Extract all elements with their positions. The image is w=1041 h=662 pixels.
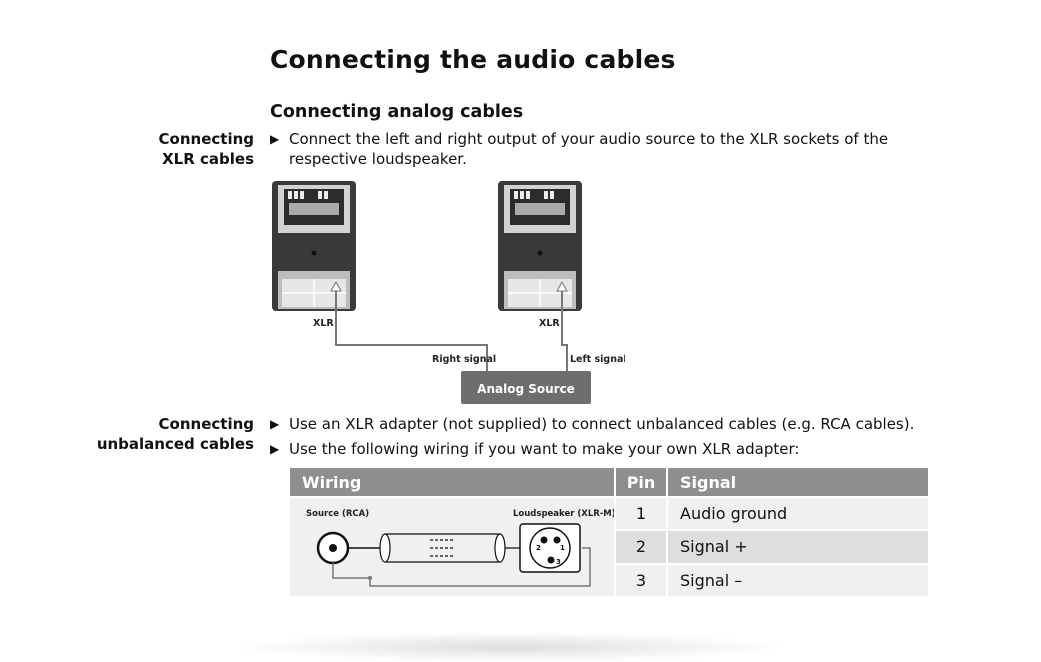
bullet-arrow-icon: ▶	[270, 417, 280, 431]
speaker-left	[272, 181, 356, 311]
section-subtitle: Connecting analog cables	[270, 102, 524, 122]
side-heading-unbalanced-line2: unbalanced cables	[96, 435, 254, 453]
side-heading-unbalanced: Connecting unbalanced cables	[97, 414, 254, 454]
wiring-table: Wiring Pin Signal Source (RCA) Loudspeak…	[288, 468, 930, 598]
bullet-unbalanced-2-text: Use the following wiring if you want to …	[289, 440, 800, 458]
signal-cell: Audio ground	[668, 498, 928, 532]
xlr-label-right: XLR	[539, 318, 560, 329]
bullet-unbalanced-1: ▶ Use an XLR adapter (not supplied) to co…	[270, 414, 939, 434]
table-row: 2 Signal +	[290, 531, 928, 565]
side-heading-xlr-line1: Connecting	[158, 130, 254, 148]
loudspeaker-xlr-label: Loudspeaker (XLR-M)	[513, 509, 614, 519]
speaker-right	[498, 181, 582, 311]
xlr-pin-label-2: 2	[536, 544, 541, 552]
side-heading-unbalanced-line1: Connecting	[158, 415, 254, 433]
bullet-arrow-icon: ▶	[270, 132, 280, 146]
pin-cell: 2	[616, 531, 666, 565]
bullet-arrow-icon: ▶	[270, 442, 280, 456]
side-heading-xlr: Connecting XLR cables	[159, 129, 254, 169]
table-row: Source (RCA) Loudspeaker (XLR-M)	[290, 498, 928, 598]
bullet-unbalanced-1-text: Use an XLR adapter (not supplied) to con…	[289, 415, 915, 433]
signal-cell: Signal +	[668, 531, 928, 565]
right-signal-label: Right signal	[432, 354, 496, 365]
header-pin: Pin	[616, 468, 666, 498]
xlr-male-connector-icon: 2 1 3	[519, 523, 581, 573]
table-row: 3 Signal –	[290, 564, 928, 598]
page-title: Connecting the audio cables	[270, 45, 676, 74]
left-signal-label: Left signal	[570, 354, 625, 365]
right-signal-cable	[335, 285, 488, 371]
xlr-pin-label-1: 1	[560, 544, 565, 552]
pin-cell: 1	[616, 498, 666, 532]
analog-source-label: Analog Source	[477, 382, 575, 396]
bullet-xlr: ▶ Connect the left and right output of yo…	[270, 129, 939, 169]
connection-diagram: Analog Source XLR XLR Right signal Left …	[272, 181, 625, 404]
xlr-label-left: XLR	[313, 318, 334, 329]
xlr-arrow-right-icon	[556, 280, 568, 292]
side-heading-xlr-line2: XLR cables	[162, 150, 254, 168]
header-signal: Signal	[668, 468, 928, 498]
xlr-arrow-left-icon	[330, 280, 342, 292]
xlr-pin-label-3: 3	[556, 558, 561, 566]
bullet-xlr-text: Connect the left and right output of you…	[289, 130, 889, 168]
bullet-unbalanced-2: ▶ Use the following wiring if you want to…	[270, 439, 939, 459]
left-signal-cable	[561, 285, 568, 371]
wiring-diagram-cell: Source (RCA) Loudspeaker (XLR-M)	[290, 498, 616, 598]
analog-source-box	[461, 371, 591, 404]
page-bottom-shadow	[230, 632, 790, 662]
table-header-row: Wiring Pin Signal	[290, 468, 928, 498]
wiring-diagram: Source (RCA) Loudspeaker (XLR-M)	[306, 509, 616, 587]
pin-cell: 3	[616, 564, 666, 598]
signal-cell: Signal –	[668, 564, 928, 598]
header-wiring: Wiring	[290, 468, 614, 498]
source-rca-label: Source (RCA)	[306, 509, 369, 519]
shielded-cable-icon	[379, 533, 506, 563]
